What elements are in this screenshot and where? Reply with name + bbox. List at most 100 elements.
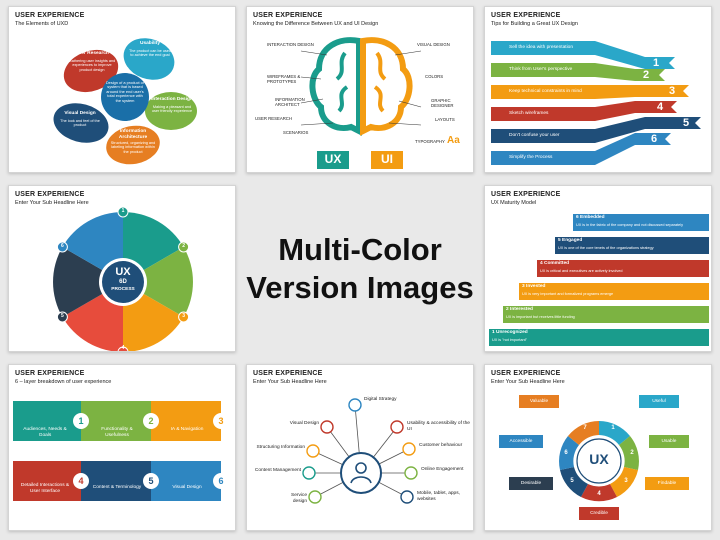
slide-6-layer-breakdown[interactable]: USER EXPERIENCE 6 – layer breakdown of u… [8, 364, 236, 531]
maturity-steps [489, 214, 709, 346]
petal-desc: The product can be used to achieve the e… [128, 49, 171, 58]
typography-aa: Aa [447, 135, 460, 146]
ui-box [371, 151, 403, 169]
step-1 [489, 329, 709, 346]
tip-text: Keep technical constraints in mind [509, 89, 582, 94]
hub-process: PROCESS [111, 287, 135, 292]
puzzle-blocks [13, 401, 229, 501]
level-desc: UX is very important and formalized prog… [522, 292, 614, 296]
ui-label: LAYOUTS [435, 117, 455, 122]
slide-6d-process[interactable]: USER EXPERIENCE Enter Your Sub Headline … [8, 185, 236, 352]
segment-number: 6 [61, 243, 64, 249]
layer-number: 6 [218, 476, 224, 486]
petal-diagram [53, 38, 197, 165]
spoke-label: Online Engagement [421, 467, 464, 472]
quality-label: Useful [652, 399, 666, 404]
ring-number: 6 [564, 450, 568, 456]
ring-number: 4 [597, 491, 601, 497]
wheel-segment-5 [53, 247, 123, 317]
tip-text: Sketch wireframes [509, 111, 549, 116]
slide-maturity-model[interactable]: USER EXPERIENCE UX Maturity Model 6 Embe… [484, 185, 712, 352]
petal-title: Visual Design [64, 111, 96, 116]
slide-subtitle: Knowing the Difference Between UX and UI… [253, 21, 379, 27]
spoke-label: Structuring Information [256, 445, 305, 450]
tag-desirable [509, 477, 553, 490]
tag-accessible [499, 435, 543, 448]
ribbon-6 [595, 133, 671, 165]
step-4 [537, 260, 709, 277]
petal-user-research [63, 49, 119, 93]
slide-title: USER EXPERIENCE [491, 370, 561, 377]
hub-spoke-diagram [302, 398, 418, 504]
center-title-line-1: Multi-Color [278, 231, 442, 267]
tip-number: 2 [643, 69, 650, 81]
level-title: 6 Embedded [576, 215, 605, 220]
ring-segment-5 [560, 467, 588, 497]
layer-label: Visual Design [172, 485, 202, 490]
tips-ribbons [491, 41, 701, 165]
block-6 [151, 461, 221, 501]
brain-graphic [300, 37, 422, 169]
spoke-label: Customer behaviour [419, 443, 463, 448]
tip-text: Sell the idea with presentation [509, 45, 573, 50]
slide-hub-spokes[interactable]: USER EXPERIENCE Enter Your Sub Headline … [246, 364, 474, 531]
spoke-label: Service design [291, 493, 307, 504]
block-1 [13, 401, 81, 441]
layer-label: Detailed Interactions & User Interface [20, 483, 70, 494]
ring-number: 7 [583, 425, 587, 431]
ribbon-4 [595, 101, 677, 121]
petal-desc: The look and feel of the product [60, 119, 100, 128]
ring-segment-6 [559, 436, 579, 470]
ribbon-3 [595, 85, 689, 99]
level-title: 2 Interested [506, 307, 533, 312]
brain-left-half [309, 37, 362, 136]
slide-elements-of-uxd[interactable]: USER EXPERIENCE The Elements of UXD User… [8, 6, 236, 173]
layer-number: 4 [78, 476, 84, 486]
slide-title: USER EXPERIENCE [15, 191, 85, 198]
tag-useful [639, 395, 679, 408]
ui-label: VISUAL DESIGN [417, 42, 450, 47]
tip-text: Think from User's perspective [509, 67, 573, 72]
step-3 [519, 283, 709, 300]
ribbon-1 [595, 41, 675, 69]
tip-number: 4 [657, 101, 664, 113]
tip-number: 1 [653, 57, 660, 69]
level-desc: UX is important but receives little fund… [506, 315, 575, 319]
ui-box-label: UI [381, 152, 393, 166]
center-title-block: Multi-Color Version Images [246, 185, 474, 352]
petal-usability [123, 38, 175, 80]
slide-subtitle: The Elements of UXD [15, 21, 69, 27]
center-text: Design of a product or system that is ba… [105, 80, 145, 103]
ux-label: SCENARIOS [283, 130, 309, 135]
quality-label: Accessible [509, 439, 533, 444]
segment-number: 3 [182, 313, 185, 319]
block-3 [151, 401, 221, 441]
layer-number: 5 [148, 476, 154, 486]
slide-ux-qualities[interactable]: USER EXPERIENCE Enter Your Sub Headline … [484, 364, 712, 531]
quality-label: Valuable [529, 399, 549, 404]
petal-visual-design [53, 103, 109, 143]
ui-label: GRAPHIC DESIGNER [431, 98, 454, 108]
slide-subtitle: Enter Your Sub Headline Here [15, 200, 89, 206]
slide-ux-vs-ui[interactable]: USER EXPERIENCE Knowing the Difference B… [246, 6, 474, 173]
step-6 [573, 214, 709, 231]
slide-tips[interactable]: USER EXPERIENCE Tips for Building a Grea… [484, 6, 712, 173]
spoke-label: Digital Strategy [364, 397, 397, 402]
level-title: 3 Invested [522, 284, 546, 289]
step-2 [503, 306, 709, 323]
quality-label: Credible [590, 511, 608, 516]
slide-subtitle: Tips for Building a Great UX Design [491, 21, 578, 27]
segment-number: 4 [121, 345, 125, 351]
block-5 [81, 461, 151, 501]
layer-number: 2 [148, 416, 154, 426]
spoke-label: Visual Design [289, 421, 319, 426]
level-desc: UX is in the fabric of the company and n… [576, 223, 684, 227]
center-ux: UX [589, 451, 609, 467]
ux-box-label: UX [324, 152, 342, 166]
layer-label: IA & Navigation [170, 427, 204, 432]
wheel-segment-2 [123, 247, 193, 317]
slide-title: USER EXPERIENCE [491, 191, 561, 198]
slide-title: USER EXPERIENCE [15, 12, 85, 19]
qualities-wheel [499, 395, 689, 520]
layer-label: Functionality & Usefulness [101, 427, 133, 438]
